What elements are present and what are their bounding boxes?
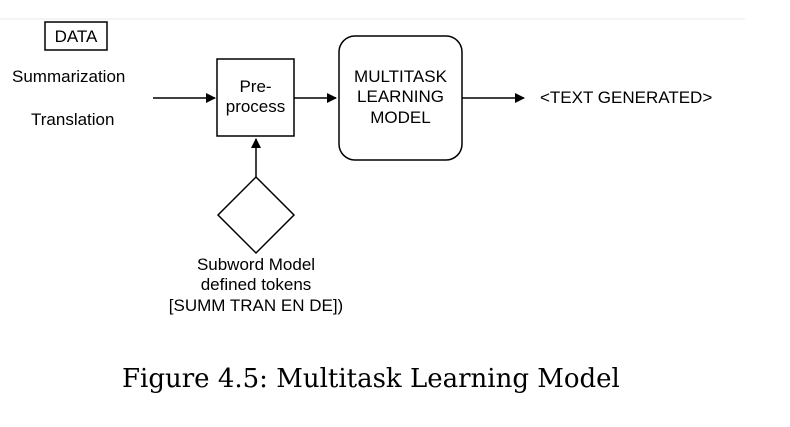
preprocess-label-line-2: process: [225, 97, 286, 117]
data-label: DATA: [54, 27, 98, 46]
tokenizer-label-line-1: Subword Model: [196, 255, 316, 274]
model-label-line-2: LEARNING: [357, 87, 444, 107]
tokenizer-diamond: [216, 175, 296, 255]
tokenizer-label-line-3: [SUMM TRAN EN DE]): [168, 295, 344, 315]
model-label-line-3: MODEL: [370, 107, 431, 127]
data-label-box: [44, 21, 108, 51]
tokenizer-label-line-2: defined tokens: [200, 275, 312, 295]
preprocess-label: Pre- process: [217, 77, 294, 118]
model-label: MULTITASK LEARNING MODEL: [339, 67, 462, 128]
input-summarization: Summarization: [12, 67, 126, 86]
input-translation: Translation: [31, 110, 115, 129]
output-label: <TEXT GENERATED>: [540, 88, 713, 107]
figure-caption: Figure 4.5: Multitask Learning Model: [122, 364, 620, 394]
tokenizer-label: Subword Model defined tokens [SUMM TRAN …: [136, 255, 376, 316]
model-label-line-1: MULTITASK: [354, 67, 447, 86]
preprocess-label-line-1: Pre-: [239, 77, 272, 96]
